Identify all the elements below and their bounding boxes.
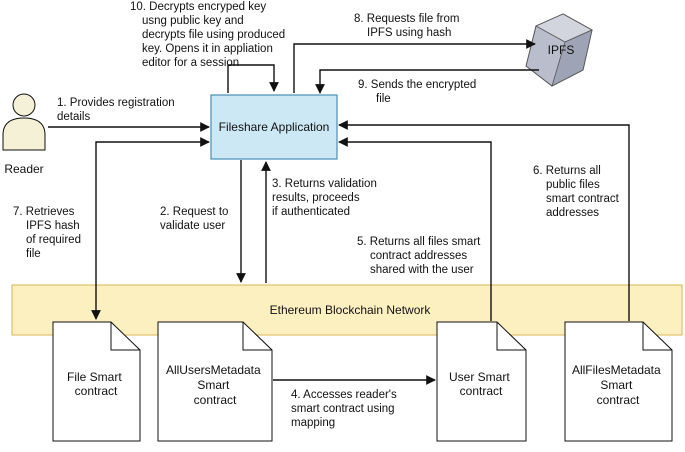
step-9-label: 9. Sends the encrypted file	[358, 79, 479, 105]
all-files-metadata-label: AllFilesMetadata Smart contract	[572, 363, 664, 407]
step-8-label: 8. Requests file from IPFS using hash	[354, 13, 463, 39]
edge-step-6	[338, 120, 630, 321]
fileshare-app-label: Fileshare Application	[219, 120, 330, 134]
step-10-label: 10. Decrypts encryped key usng public ke…	[130, 1, 288, 69]
reader-label: Reader	[4, 162, 43, 176]
edge-step-8	[293, 39, 536, 93]
blockchain-label: Ethereum Blockchain Network	[270, 303, 432, 317]
file-smart-contract-doc: File Smart contract	[52, 321, 141, 442]
ipfs-label: IPFS	[548, 43, 575, 57]
all-files-metadata-doc: AllFilesMetadata Smart contract	[564, 321, 673, 442]
edge-step-10	[227, 64, 279, 93]
all-users-metadata-label: AllUsersMetadata Smart contract	[166, 363, 264, 407]
step-5-label: 5. Returns all files smart contract addr…	[357, 236, 484, 276]
step-3-label: 3. Returns validation results, proceeds …	[272, 178, 380, 218]
edge-step-5	[338, 137, 492, 321]
step-7-label: 7. Retrieves IPFS hash of required file	[13, 206, 84, 260]
edge-step-7	[91, 137, 210, 320]
user-smart-contract-label: User Smart contract	[449, 370, 513, 398]
file-smart-contract-label: File Smart contract	[67, 370, 125, 398]
edge-step-9	[315, 69, 539, 94]
step-1-label: 1. Provides registration details	[57, 97, 178, 123]
fileshare-app-box	[210, 94, 338, 160]
ipfs-cube-icon	[525, 13, 593, 87]
all-users-metadata-doc: AllUsersMetadata Smart contract	[157, 321, 273, 442]
reader-actor-icon	[2, 93, 46, 151]
step-6-label: 6. Returns all public files smart contra…	[533, 165, 622, 219]
step-4-label: 4. Accesses reader's smart contract usin…	[291, 389, 400, 429]
user-smart-contract-doc: User Smart contract	[436, 321, 527, 442]
step-2-label: 2. Request to validate user	[160, 206, 232, 232]
